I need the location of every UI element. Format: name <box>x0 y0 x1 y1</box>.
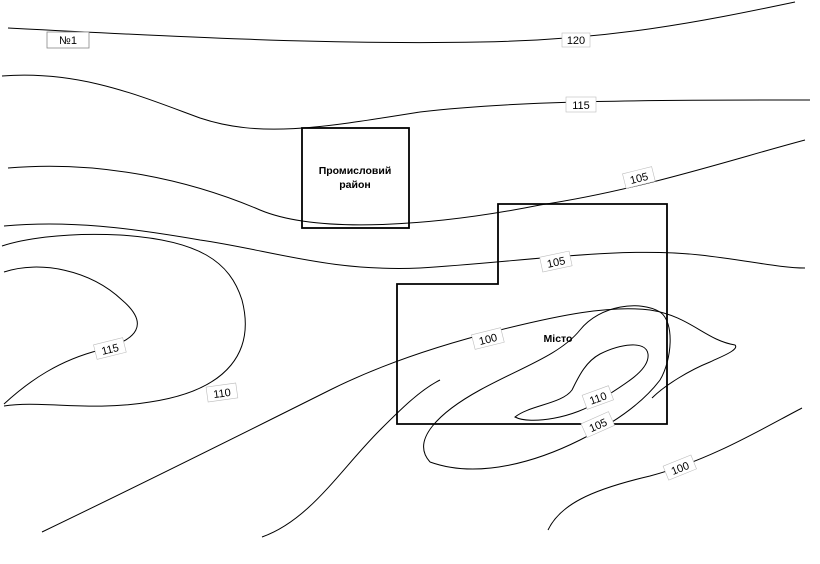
svg-text:№1: №1 <box>59 35 77 47</box>
svg-text:100: 100 <box>478 332 499 348</box>
svg-text:115: 115 <box>100 342 120 358</box>
industrial-district-boundary <box>301 127 410 229</box>
industrial-district-label-line2: район <box>339 179 370 191</box>
map-number: №1 <box>46 31 90 49</box>
svg-text:115: 115 <box>572 100 590 112</box>
svg-text:105: 105 <box>546 255 566 271</box>
contour-label-110-left: 110 <box>205 382 239 403</box>
contour-115-top <box>1 74 811 130</box>
contour-label-105-lower: 105 <box>580 411 615 438</box>
city-boundary <box>396 203 668 425</box>
contour-105-upper <box>7 139 806 226</box>
contour-label-120: 120 <box>561 32 591 48</box>
contour-110-city <box>514 344 649 421</box>
contour-label-110-city: 110 <box>581 385 614 410</box>
contour-label-105-middle: 105 <box>539 250 573 273</box>
contour-label-100-city: 100 <box>471 327 505 350</box>
svg-text:110: 110 <box>588 390 609 407</box>
svg-text:110: 110 <box>213 387 232 401</box>
contour-110-left <box>1 233 246 407</box>
contour-105-middle <box>3 223 806 269</box>
contour-100-city <box>41 308 737 533</box>
contour-label-100-bottom: 100 <box>662 454 697 481</box>
contour-120 <box>7 1 796 44</box>
industrial-district-label-line1: Промисловий <box>319 165 392 177</box>
svg-text:120: 120 <box>567 35 585 47</box>
svg-text:105: 105 <box>629 171 650 187</box>
contour-100-bottom-right <box>547 407 803 531</box>
contour-label-105-upper: 105 <box>622 166 656 189</box>
contour-100-bottom <box>261 379 441 538</box>
contour-115-left <box>3 266 138 405</box>
city-label: Місто <box>544 333 573 345</box>
contour-label-115-top: 115 <box>565 96 597 113</box>
contour-105-lower <box>423 305 671 470</box>
contour-label-115-left: 115 <box>93 337 127 360</box>
